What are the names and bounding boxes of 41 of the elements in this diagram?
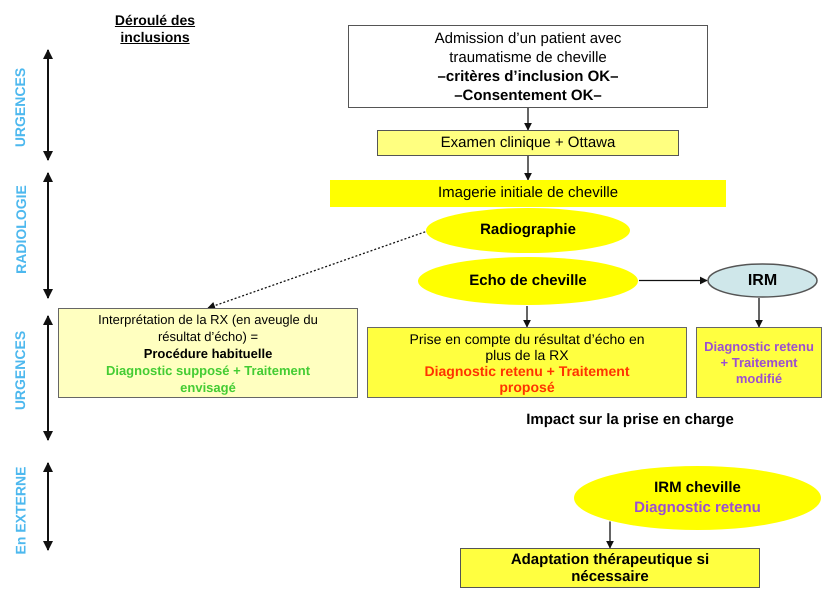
node-text: Radiographie bbox=[480, 220, 576, 240]
ellipse-node bbox=[573, 465, 822, 531]
node-text: Echo de cheville bbox=[469, 270, 587, 291]
node-text: IRM bbox=[748, 270, 778, 290]
node-text: Diagnostic retenu bbox=[634, 498, 761, 518]
ellipse-node bbox=[707, 263, 818, 298]
note-text: Impact sur la prise en charge bbox=[525, 410, 735, 430]
node-text: Diagnostic retenu + Traitement proposé bbox=[424, 362, 630, 394]
process-box bbox=[348, 25, 708, 108]
arrow bbox=[524, 156, 532, 181]
phase-label: En EXTERNE bbox=[12, 466, 30, 554]
node-text: Procédure habituelle bbox=[144, 344, 272, 362]
phase-label: RADIOLOGIE bbox=[12, 184, 30, 274]
node-text: Interprétation de la RX (en aveugle du résultat d’écho) = bbox=[97, 310, 319, 344]
node-text: IRM cheville bbox=[654, 478, 741, 498]
process-box bbox=[696, 327, 822, 398]
arrow bbox=[606, 521, 614, 549]
node-text: –critères d’inclusion OK– bbox=[438, 66, 618, 86]
node-text: Imagerie initiale de cheville bbox=[438, 183, 618, 204]
node-text: Examen clinique + Ottawa bbox=[440, 132, 616, 153]
node-text: + Traitement modifié bbox=[720, 354, 798, 386]
column-heading: Déroulé des inclusions bbox=[114, 12, 196, 46]
node-text: Prise en compte du résultat d’écho en plus de la RX bbox=[408, 330, 646, 362]
node-text: –Consentement OK– bbox=[454, 86, 602, 104]
node-text: Diagnostic retenu bbox=[704, 338, 814, 354]
band bbox=[330, 180, 726, 207]
node-text: Adaptation thérapeutique si nécessaire bbox=[510, 551, 710, 585]
arrow bbox=[638, 276, 708, 284]
process-box bbox=[377, 130, 679, 156]
arrow bbox=[523, 306, 531, 328]
process-box bbox=[58, 308, 358, 398]
phase-label: URGENCES bbox=[12, 330, 30, 410]
process-box bbox=[460, 548, 760, 588]
ellipse-node bbox=[417, 256, 639, 306]
process-box bbox=[367, 327, 687, 398]
ellipse-node bbox=[425, 207, 631, 254]
arrow bbox=[524, 108, 532, 131]
node-text: Admission d’un patient avec traumatisme de cheville bbox=[434, 28, 622, 66]
arrow bbox=[755, 298, 763, 328]
node-text: Diagnostic supposé + Traitement envisagé bbox=[104, 362, 312, 396]
phase-label: URGENCES bbox=[12, 68, 30, 148]
